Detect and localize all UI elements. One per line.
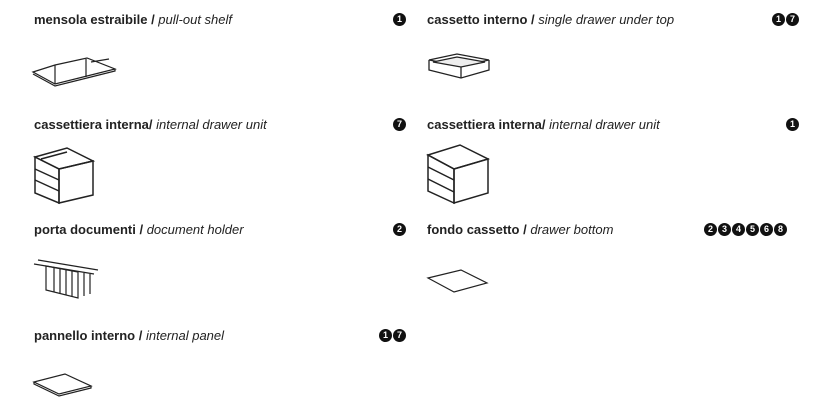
number-badge: 3: [718, 223, 731, 236]
number-badge: 8: [774, 223, 787, 236]
title-it: pannello interno: [34, 328, 136, 343]
number-badge: 1: [772, 13, 785, 26]
number-badge: 1: [393, 13, 406, 26]
title-sep: /: [135, 328, 146, 343]
title-sep: /: [541, 117, 550, 132]
title-en: internal drawer unit: [156, 117, 267, 132]
badge-group: 2: [393, 223, 406, 236]
title-en: document holder: [146, 222, 244, 237]
title-en: pull-out shelf: [158, 12, 233, 27]
title-en: internal panel: [145, 328, 225, 343]
item-title-internal-drawer-unit-open: cassettiera interna/ internal drawer uni…: [34, 117, 267, 133]
number-badge: 2: [704, 223, 717, 236]
number-badge: 5: [746, 223, 759, 236]
title-en: drawer bottom: [530, 222, 614, 237]
item-title-single-drawer: cassetto interno / single drawer under t…: [427, 12, 674, 28]
number-badge: 7: [786, 13, 799, 26]
title-sep: /: [148, 117, 157, 132]
title-it: cassetto interno: [427, 12, 528, 27]
title-it: fondo cassetto: [427, 222, 520, 237]
item-title-pull-out-shelf: mensola estraibile / pull-out shelf: [34, 12, 232, 28]
title-it: porta documenti: [34, 222, 136, 237]
drawer-bottom-panel-icon: [426, 268, 489, 299]
item-title-document-holder: porta documenti / document holder: [34, 222, 244, 238]
number-badge: 4: [732, 223, 745, 236]
open-drawer-unit-icon: [32, 145, 97, 210]
title-it: mensola estraibile: [34, 12, 148, 27]
badge-group: 1: [393, 13, 406, 26]
title-sep: /: [135, 222, 147, 237]
item-title-internal-drawer-unit-closed: cassettiera interna/ internal drawer uni…: [427, 117, 660, 133]
number-badge: 1: [786, 118, 799, 131]
internal-panel-icon: [32, 372, 95, 403]
item-title-drawer-bottom: fondo cassetto / drawer bottom: [427, 222, 613, 238]
closed-drawer-unit-icon: [426, 143, 492, 210]
title-it: cassettiera interna: [427, 117, 542, 132]
badge-group: 7: [393, 118, 406, 131]
title-it: cassettiera interna: [34, 117, 149, 132]
number-badge: 1: [379, 329, 392, 342]
single-drawer-icon: [427, 52, 491, 89]
title-sep: /: [527, 12, 539, 27]
badge-group: 1: [786, 118, 799, 131]
title-en: internal drawer unit: [549, 117, 660, 132]
number-badge: 6: [760, 223, 773, 236]
title-sep: /: [519, 222, 531, 237]
item-title-internal-panel: pannello interno / internal panel: [34, 328, 224, 344]
number-badge: 2: [393, 223, 406, 236]
number-badge: 7: [393, 118, 406, 131]
document-holder-icon: [33, 252, 104, 307]
title-sep: /: [147, 12, 159, 27]
title-en: single drawer under top: [538, 12, 675, 27]
pull-out-shelf-icon: [31, 52, 123, 93]
number-badge: 7: [393, 329, 406, 342]
